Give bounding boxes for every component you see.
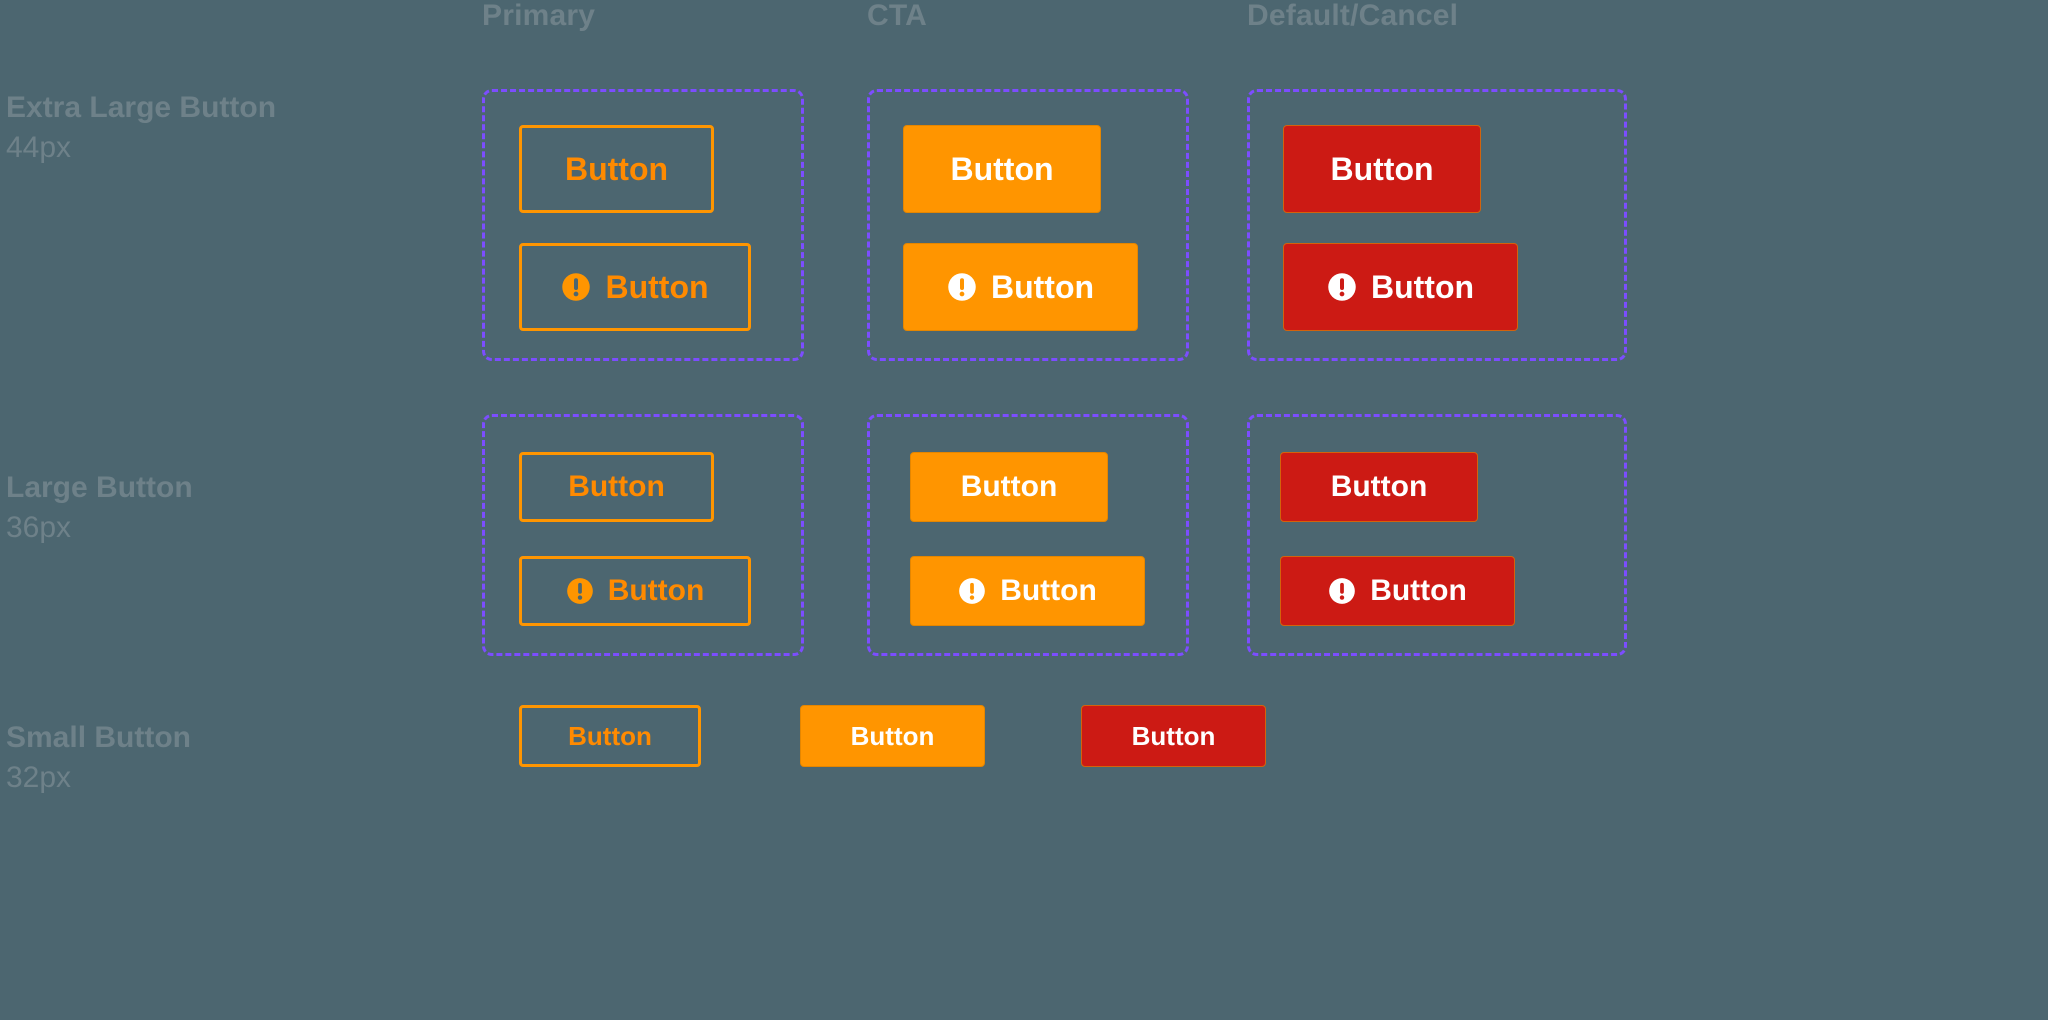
row-label-title: Small Button: [6, 721, 191, 754]
button-xl-cta[interactable]: Button: [903, 125, 1101, 213]
spec-container-xl-primary: [482, 89, 804, 361]
button-xl-cancel-with-icon[interactable]: Button: [1283, 243, 1518, 331]
column-header-primary: Primary: [482, 0, 596, 32]
button-lg-cta[interactable]: Button: [910, 452, 1108, 522]
button-label: Button: [564, 151, 669, 187]
row-label-xl: Extra Large Button 44px: [6, 88, 276, 168]
button-xl-primary-with-icon[interactable]: Button: [519, 243, 751, 331]
spec-container-xl-cta: [867, 89, 1189, 361]
button-sm-primary[interactable]: Button: [519, 705, 701, 767]
column-header-cancel: Default/Cancel: [1247, 0, 1459, 32]
column-header-cta: CTA: [867, 0, 928, 32]
button-lg-cancel-with-icon[interactable]: Button: [1280, 556, 1515, 626]
row-label-size: 36px: [6, 511, 72, 544]
spec-container-lg-cancel: [1247, 414, 1627, 656]
button-lg-cancel[interactable]: Button: [1280, 452, 1478, 522]
button-lg-cta-with-icon[interactable]: Button: [910, 556, 1145, 626]
button-label: Button: [950, 151, 1054, 187]
button-lg-primary-with-icon[interactable]: Button: [519, 556, 751, 626]
button-label: Button: [850, 721, 935, 751]
alert-exclamation-icon: [1328, 577, 1356, 605]
spec-container-lg-primary: [482, 414, 804, 656]
button-lg-primary[interactable]: Button: [519, 452, 714, 522]
alert-exclamation-icon: [1327, 272, 1357, 302]
button-label: Button: [1330, 470, 1428, 503]
alert-exclamation-icon: [947, 272, 977, 302]
alert-exclamation-icon: [566, 577, 594, 605]
button-label: Button: [607, 574, 705, 607]
button-label: Button: [1370, 269, 1475, 305]
button-label: Button: [605, 269, 709, 305]
row-label-lg: Large Button 36px: [6, 468, 193, 548]
button-label: Button: [568, 470, 665, 503]
button-xl-cta-with-icon[interactable]: Button: [903, 243, 1138, 331]
row-label-size: 44px: [6, 131, 72, 164]
button-label: Button: [960, 470, 1058, 503]
button-label: Button: [1370, 574, 1467, 607]
button-sm-cancel[interactable]: Button: [1081, 705, 1266, 767]
button-label: Button: [568, 721, 652, 751]
button-label: Button: [1131, 721, 1216, 751]
spec-container-lg-cta: [867, 414, 1189, 656]
row-label-title: Extra Large Button: [6, 91, 277, 124]
row-label-size: 32px: [6, 761, 72, 794]
button-xl-cancel[interactable]: Button: [1283, 125, 1481, 213]
button-sm-cta[interactable]: Button: [800, 705, 985, 767]
button-label: Button: [990, 269, 1095, 305]
row-label-title: Large Button: [6, 471, 193, 504]
alert-exclamation-icon: [958, 577, 986, 605]
alert-exclamation-icon: [561, 272, 591, 302]
button-label: Button: [1000, 574, 1097, 607]
spec-container-xl-cancel: [1247, 89, 1627, 361]
button-label: Button: [1330, 151, 1434, 187]
button-xl-primary[interactable]: Button: [519, 125, 714, 213]
row-label-sm: Small Button 32px: [6, 718, 191, 798]
